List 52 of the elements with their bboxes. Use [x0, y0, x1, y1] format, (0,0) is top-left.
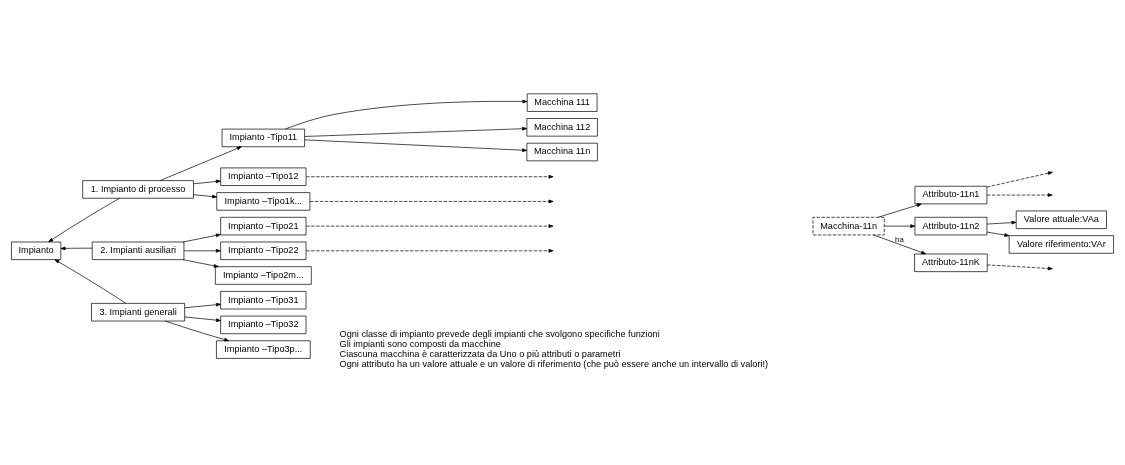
node-box: Impianto [11, 241, 62, 260]
node-box: 1. Impianto di processo [82, 179, 194, 199]
node-box: Impianto –Tipo22 [220, 241, 307, 260]
arrow [159, 145, 242, 181]
arrow [54, 258, 126, 304]
edge-label: ha [895, 234, 904, 243]
node-box: Valore attuale:VAa [1015, 210, 1107, 229]
arrow [193, 193, 218, 198]
node-box: Macchina 111 [526, 92, 598, 112]
arrow [305, 223, 554, 228]
arrow [184, 302, 221, 308]
node-box: 3. Impianti generali [91, 302, 185, 321]
arrow [873, 234, 927, 254]
arrow [285, 99, 528, 129]
arrow [304, 139, 528, 152]
arrow [183, 248, 221, 253]
arrow [182, 233, 221, 242]
node-box: Impianto –Tipo31 [220, 290, 307, 309]
label: Ogni attributo ha un valore attuale e un valore di riferimento (che può essere anche un intervallo di valori!) [339, 358, 769, 369]
label: Ogni classe di impianto prevede degli impianti che svolgono specifiche funzioni [339, 328, 660, 339]
node-box: Attributo-11nK [914, 253, 988, 272]
node-box: Impianto –Tipo1k... [216, 191, 311, 211]
node-box: Impianto -Tipo11 [221, 128, 305, 147]
arrow [305, 174, 554, 179]
arrow [184, 316, 221, 322]
node-box: Attributo-11n2 [914, 216, 988, 235]
arrow [304, 126, 528, 137]
node-box: Valore riferimento:VAr [1008, 234, 1114, 254]
arrow [877, 202, 922, 218]
arrow [164, 320, 230, 341]
node-box: 2. Impianti ausiliari [91, 241, 185, 260]
arrow [60, 246, 93, 250]
arrow [986, 264, 1053, 270]
label: Gli impianti sono composti da macchine [339, 338, 501, 349]
arrow [182, 258, 219, 268]
node-box: Macchina-11n [812, 216, 885, 235]
arrow [193, 179, 221, 184]
arrow [305, 248, 554, 253]
arrow [986, 170, 1053, 187]
arrow [986, 220, 1017, 224]
node-box: Macchina 11n [526, 142, 598, 161]
node-box: Macchina 112 [526, 117, 598, 136]
node-box: Impianto –Tipo12 [220, 167, 307, 186]
arrow [883, 223, 916, 228]
node-box: Impianto –Tipo21 [220, 216, 307, 235]
node-box: Impianto –Tipo32 [220, 315, 307, 334]
arrow [48, 197, 120, 242]
arrow [986, 192, 1053, 197]
arrow [309, 199, 554, 203]
arrow [986, 231, 1010, 237]
label: Ciascuna macchina è caratterizzata da Uno o più attributi o parametri [339, 348, 621, 359]
node-box: Attributo-11n1 [914, 185, 988, 204]
